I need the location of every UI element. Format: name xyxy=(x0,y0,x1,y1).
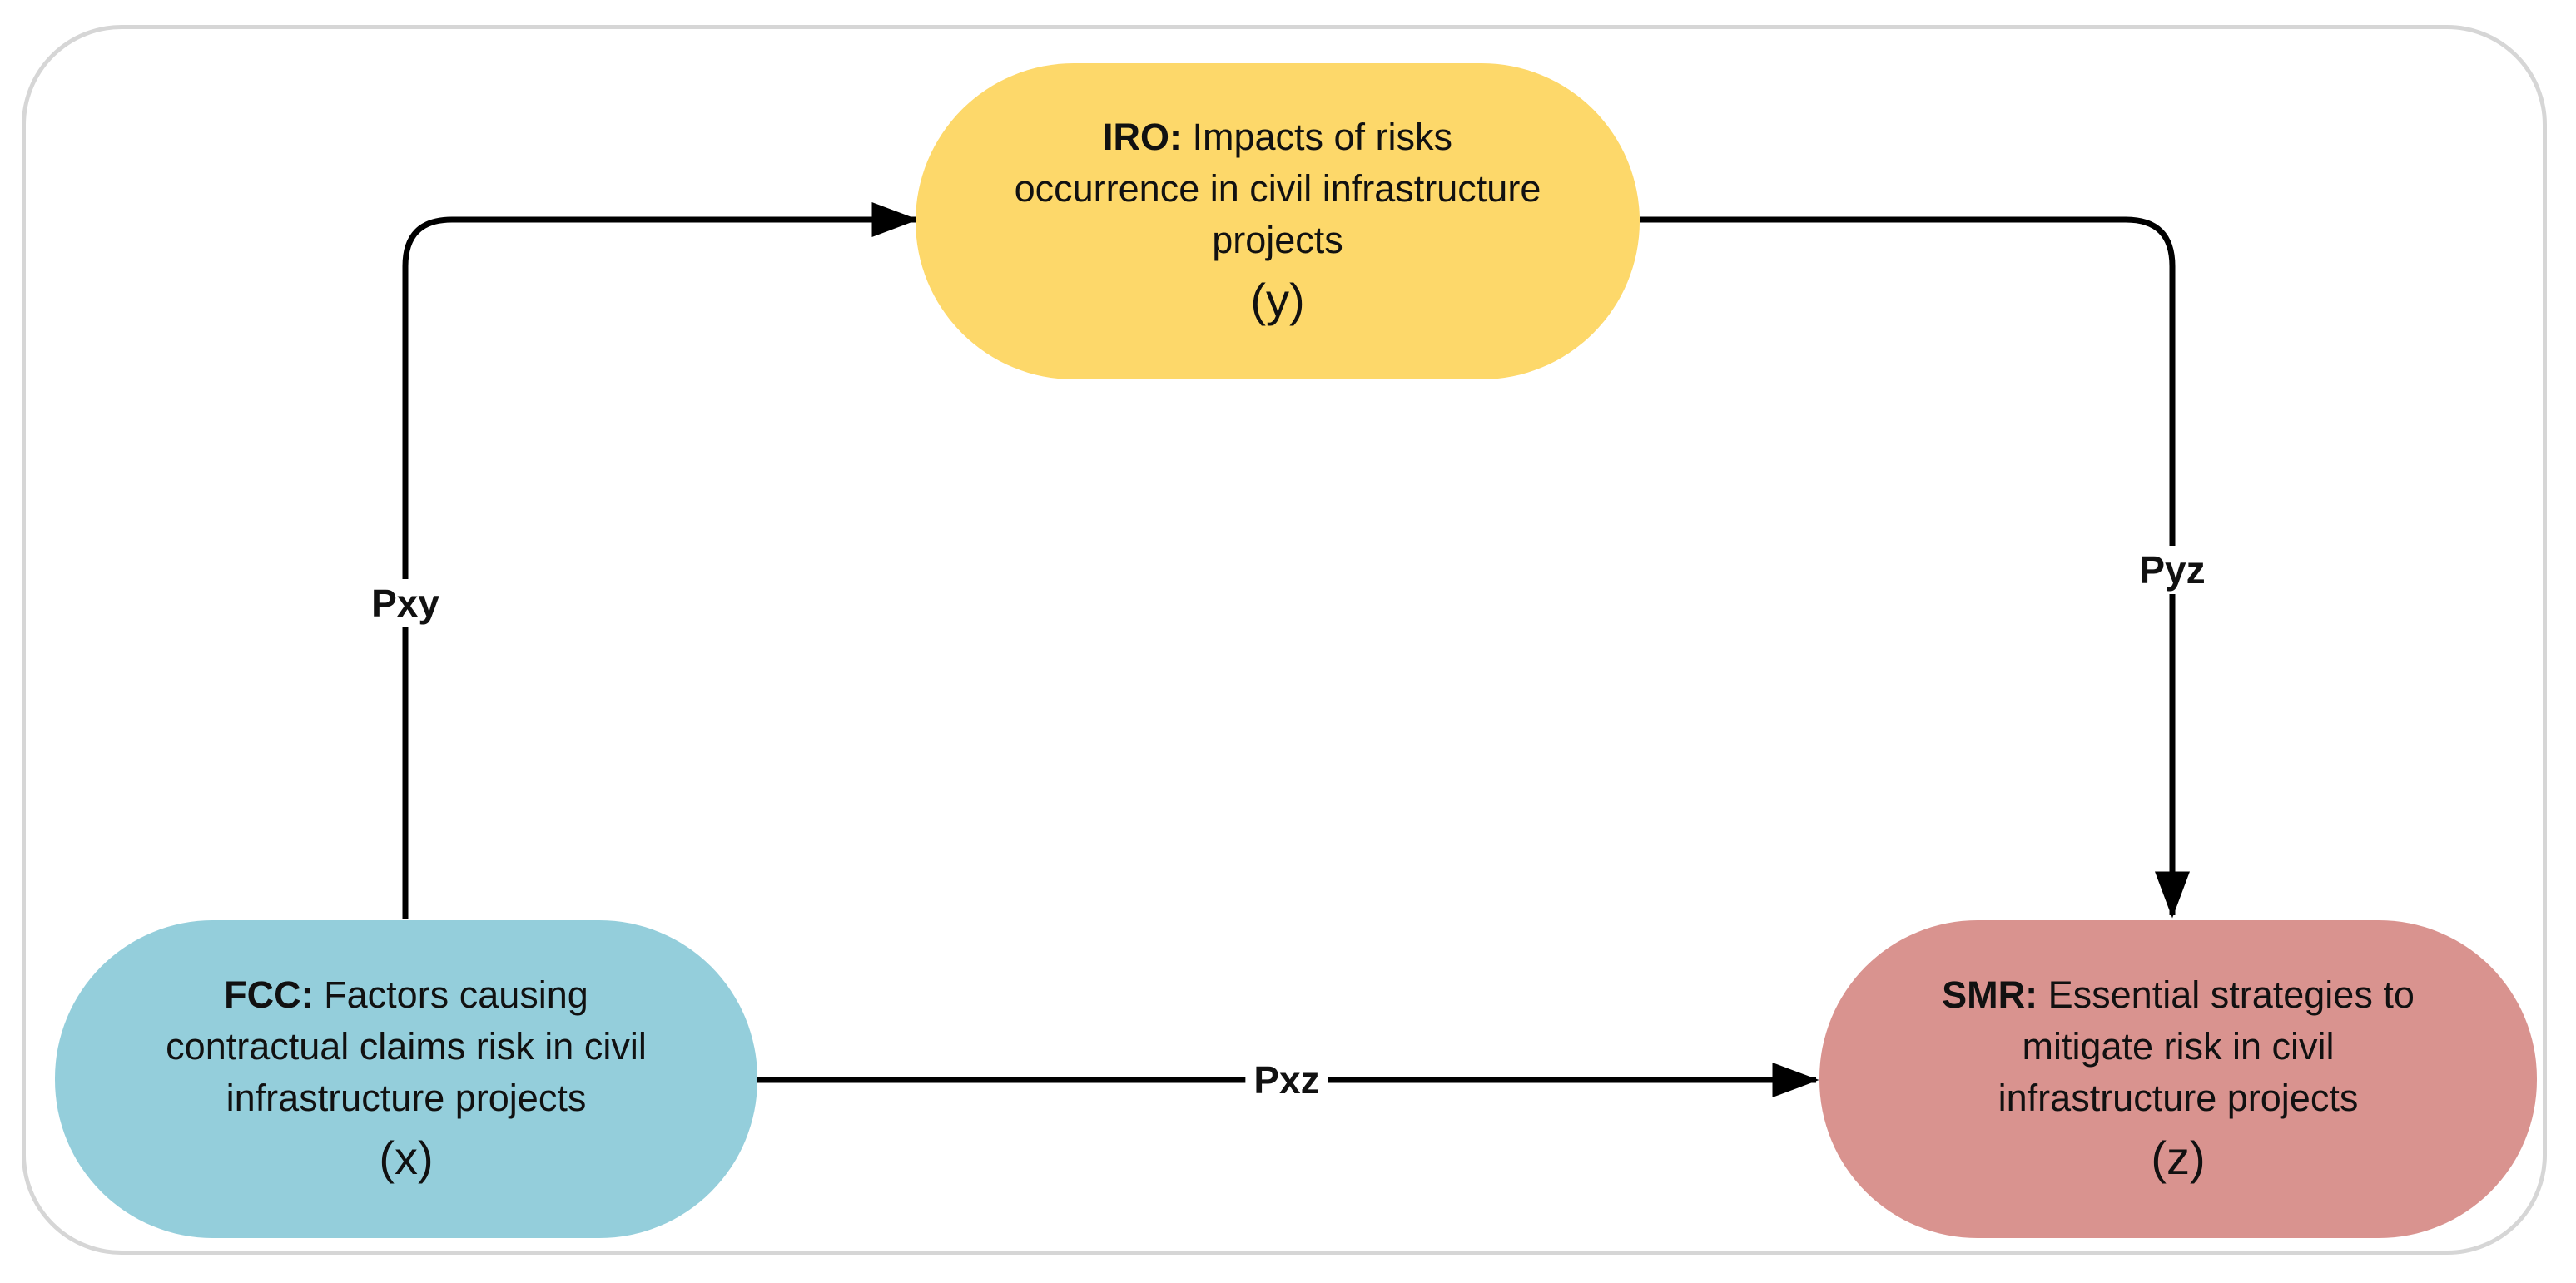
diagram-frame xyxy=(22,25,2547,1255)
node-fcc-variable: (x) xyxy=(379,1132,434,1184)
node-fcc-description: FCC: Factors causing contractual claims … xyxy=(166,969,647,1124)
node-fcc-code: FCC: xyxy=(224,973,314,1016)
node-iro-line-1: Impacts of risks xyxy=(1192,116,1453,158)
node-iro-variable: (y) xyxy=(1250,274,1305,326)
node-fcc-line-2: contractual claims risk in civil xyxy=(166,1025,647,1068)
connector-x-to-y xyxy=(402,202,919,919)
node-iro: IRO: Impacts of risks occurrence in civi… xyxy=(916,63,1640,379)
node-smr: SMR: Essential strategies to mitigate ri… xyxy=(1819,920,2537,1238)
node-fcc-line-3: infrastructure projects xyxy=(226,1077,587,1119)
path-label-pxy: Pxy xyxy=(363,579,448,627)
node-iro-code: IRO: xyxy=(1102,116,1182,158)
node-fcc-line-1: Factors causing xyxy=(324,973,588,1016)
node-iro-line-2: occurrence in civil infrastructure xyxy=(1014,167,1541,210)
node-iro-description: IRO: Impacts of risks occurrence in civi… xyxy=(1015,111,1541,266)
node-smr-line-2: mitigate risk in civil xyxy=(2022,1025,2335,1068)
path-label-pxz: Pxz xyxy=(1245,1056,1328,1104)
node-smr-line-1: Essential strategies to xyxy=(2047,973,2415,1016)
node-fcc: FCC: Factors causing contractual claims … xyxy=(55,920,757,1238)
connector-y-to-z xyxy=(1640,216,2190,919)
node-smr-code: SMR: xyxy=(1942,973,2038,1016)
node-smr-line-3: infrastructure projects xyxy=(1998,1077,2359,1119)
node-iro-line-3: projects xyxy=(1212,219,1343,261)
node-smr-description: SMR: Essential strategies to mitigate ri… xyxy=(1942,969,2415,1124)
path-label-pyz: Pyz xyxy=(2131,546,2214,594)
node-smr-variable: (z) xyxy=(2151,1132,2206,1184)
